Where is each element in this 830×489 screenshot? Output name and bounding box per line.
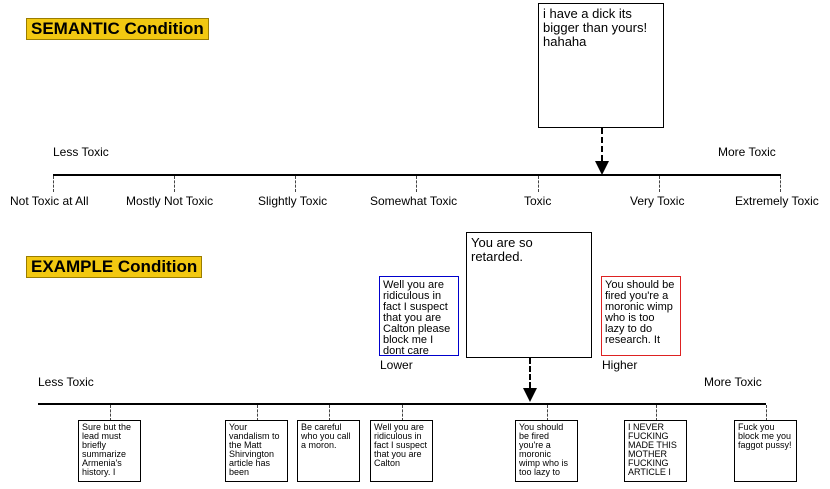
- higher-example-card: You should be fired you're a moronic wim…: [601, 276, 681, 356]
- semantic-scale-label: Toxic: [524, 194, 552, 208]
- semantic-less-toxic-label: Less Toxic: [53, 145, 109, 159]
- scale-example-card: You should be fired you're a moronic wim…: [515, 420, 578, 482]
- example-tick: [766, 405, 767, 421]
- example-tick: [402, 405, 403, 421]
- semantic-tick: [174, 176, 175, 192]
- lower-example-card: Well you are ridiculous in fact I suspec…: [379, 276, 459, 356]
- scale-example-card: Your vandalism to the Matt Shirvington a…: [225, 420, 288, 482]
- example-heading: EXAMPLE Condition: [26, 256, 203, 278]
- semantic-tick: [780, 176, 781, 192]
- example-scale-line: [38, 403, 766, 405]
- scale-example-card: Sure but the lead must briefly summarize…: [78, 420, 141, 482]
- example-tick: [656, 405, 657, 421]
- example-arrow-stem: [529, 358, 531, 388]
- semantic-arrow-stem: [601, 128, 603, 161]
- example-tick: [547, 405, 548, 421]
- scale-example-card: Well you are ridiculous in fact I suspec…: [370, 420, 433, 482]
- scale-example-card: Be careful who you call a moron.: [297, 420, 360, 482]
- scale-example-card: I NEVER FUCKING MADE THIS MOTHER FUCKING…: [624, 420, 687, 482]
- scale-example-card: Fuck you block me you faggot pussy!: [734, 420, 797, 482]
- example-tick: [110, 405, 111, 421]
- semantic-tick: [416, 176, 417, 192]
- semantic-scale-label: Not Toxic at All: [10, 194, 89, 208]
- semantic-scale-label: Mostly Not Toxic: [126, 194, 214, 208]
- example-less-toxic-label: Less Toxic: [38, 375, 94, 389]
- semantic-more-toxic-label: More Toxic: [718, 145, 776, 159]
- higher-label: Higher: [602, 358, 638, 372]
- semantic-scale-line: [53, 174, 781, 176]
- semantic-scale-label: Slightly Toxic: [258, 194, 328, 208]
- semantic-heading: SEMANTIC Condition: [26, 18, 209, 40]
- semantic-example-card: i have a dick its bigger than yours! hah…: [538, 3, 664, 128]
- semantic-scale-label: Very Toxic: [630, 194, 685, 208]
- semantic-arrow-head: [595, 161, 609, 175]
- semantic-tick: [659, 176, 660, 192]
- semantic-scale-label: Extremely Toxic: [735, 194, 819, 208]
- semantic-scale-label: Somewhat Toxic: [370, 194, 458, 208]
- example-tick: [257, 405, 258, 421]
- example-arrow-head: [523, 388, 537, 402]
- example-more-toxic-label: More Toxic: [704, 375, 762, 389]
- semantic-tick: [53, 176, 54, 192]
- lower-label: Lower: [380, 358, 413, 372]
- example-tick: [329, 405, 330, 421]
- semantic-tick: [295, 176, 296, 192]
- semantic-tick: [538, 176, 539, 192]
- target-example-card: You are so retarded.: [466, 232, 592, 358]
